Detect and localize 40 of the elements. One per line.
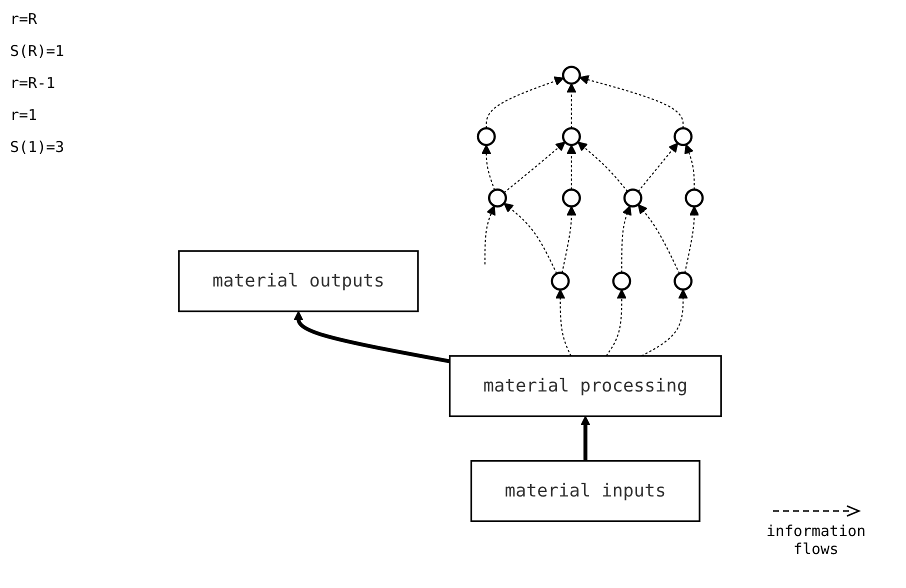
level-label: S(R)=1 [10,42,66,60]
level-label: S(1)=3 [10,138,66,156]
arrow [579,75,684,128]
arrow [638,204,680,274]
arrow [294,310,450,364]
arrow [484,205,496,264]
arrow [566,144,576,190]
level-label: r=R [10,10,38,28]
circle-node [674,272,693,291]
arrow [504,202,558,274]
arrow [638,142,678,192]
circle-node [684,188,704,208]
arrow [555,289,572,356]
circle-node [550,272,570,291]
arrow [566,83,576,128]
arrow [481,144,496,190]
arrow [621,205,632,273]
circle-node [562,188,581,208]
arrow [684,206,700,274]
legend-text: information flows [765,522,867,558]
arrow [580,416,590,461]
circle-node [612,272,632,291]
arrow [504,142,566,194]
circle-node [674,127,693,146]
circle-node [562,127,581,146]
process-box: material inputs [470,460,700,522]
arrow [486,76,564,128]
arrow [641,289,688,356]
arrow [606,289,627,356]
circle-node [562,66,581,85]
circle-node [623,188,642,208]
arrow [577,142,628,192]
process-box: material processing [448,355,722,418]
process-box: material outputs [178,250,419,312]
circle-node [488,188,507,208]
level-label: r=1 [10,106,38,124]
arrow [684,144,695,190]
level-label: r=R-1 [10,74,56,92]
circle-node [476,127,496,146]
arrow [562,206,576,274]
